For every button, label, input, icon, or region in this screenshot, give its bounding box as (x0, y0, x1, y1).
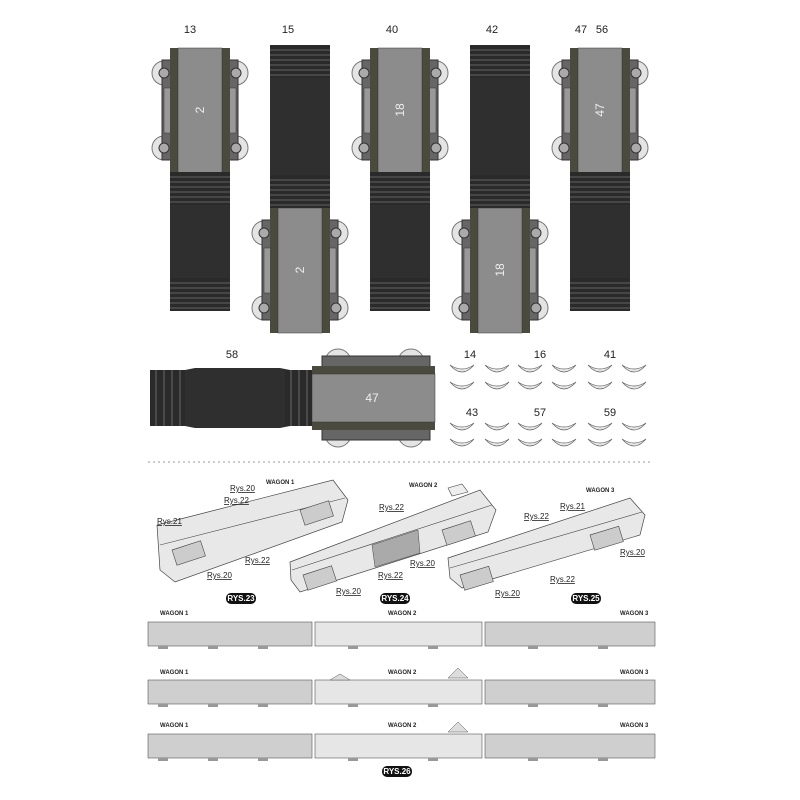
small-parts: 14 16 41 43 57 59 (449, 349, 647, 447)
figure-badge-label: RYS.23 (227, 594, 255, 603)
wagon-label: WAGON 2 (388, 723, 417, 729)
part-number: 14 (464, 349, 476, 361)
callout: Rys.22 (550, 575, 575, 584)
part-inner-number: 18 (493, 263, 507, 277)
wagon-label: WAGON 2 (388, 611, 417, 617)
figure-badge (226, 593, 256, 604)
figure-badge-label: RYS.26 (383, 767, 411, 776)
wagon-title: WAGON 2 (409, 483, 438, 489)
wagon-label: WAGON 1 (160, 723, 189, 729)
part-number: 15 (282, 24, 294, 36)
wagon-label: WAGON 3 (620, 611, 649, 617)
side-view-top: WAGON 1 WAGON 2 WAGON 3 (147, 611, 656, 650)
crescent-pieces (449, 364, 647, 447)
callout: Rys.20 (620, 548, 645, 557)
diagram-wagon-1: WAGON 1 Rys.20 Rys.22 Rys.21 Rys.22 Rys.… (156, 479, 349, 604)
wagon-label: WAGON 3 (620, 723, 649, 729)
part-strip-58: 58 47 (150, 348, 436, 448)
part-number: 40 (386, 24, 398, 36)
part-number: 47 (575, 24, 587, 36)
callout: Rys.22 (379, 503, 404, 512)
part-number: 43 (466, 407, 478, 419)
part-column-40: 40 18 (352, 24, 448, 311)
part-number: 13 (184, 24, 196, 36)
part-number: 57 (534, 407, 546, 419)
callout: Rys.22 (245, 556, 270, 565)
callout: Rys.20 (336, 587, 361, 596)
part-number: 16 (534, 349, 546, 361)
part-inner-number: 18 (393, 103, 407, 117)
part-inner-number: 47 (593, 103, 607, 117)
wagon-label: WAGON 3 (620, 670, 649, 676)
part-inner-number: 47 (365, 391, 379, 405)
part-column-42: 42 18 (452, 24, 548, 333)
side-view-bottom: WAGON 1 WAGON 2 WAGON 3 RYS.26 (147, 721, 656, 777)
part-number: 42 (486, 24, 498, 36)
figure-badge (571, 593, 601, 604)
callout: Rys.21 (157, 517, 182, 526)
diagram-wagon-3: WAGON 3 Rys.21 Rys.22 Rys.20 Rys.22 Rys.… (447, 488, 645, 604)
figure-badge-label: RYS.24 (381, 594, 409, 603)
callout: Rys.20 (207, 571, 232, 580)
part-inner-number: 2 (293, 266, 307, 273)
wagon-title: WAGON 1 (266, 480, 295, 486)
wagon-title: WAGON 3 (586, 488, 615, 494)
callout: Rys.22 (378, 571, 403, 580)
part-inner-number: 2 (193, 106, 207, 113)
figure-badge-label: RYS.25 (572, 594, 600, 603)
callout: Rys.21 (560, 502, 585, 511)
wagon-label: WAGON 1 (160, 611, 189, 617)
callout: Rys.22 (224, 496, 249, 505)
part-number: 41 (604, 349, 616, 361)
part-number: 58 (226, 349, 238, 361)
part-column-15: 15 2 (252, 24, 348, 333)
callout: Rys.22 (524, 512, 549, 521)
callout: Rys.20 (410, 559, 435, 568)
callout: Rys.20 (495, 589, 520, 598)
part-number-2: 56 (596, 24, 608, 36)
figure-badge (382, 766, 412, 777)
part-number: 59 (604, 407, 616, 419)
figure-badge (380, 593, 410, 604)
diagram-wagon-2: WAGON 2 Rys.22 Rys.20 Rys.22 Rys.20 RYS.… (289, 483, 497, 604)
callout: Rys.20 (230, 484, 255, 493)
part-column-47: 47 56 47 (552, 24, 648, 311)
part-column-13: 13 2 (152, 24, 248, 311)
wagon-label: WAGON 1 (160, 670, 189, 676)
wagon-label: WAGON 2 (388, 670, 417, 676)
side-view-middle: WAGON 1 WAGON 2 WAGON 3 (147, 667, 656, 708)
